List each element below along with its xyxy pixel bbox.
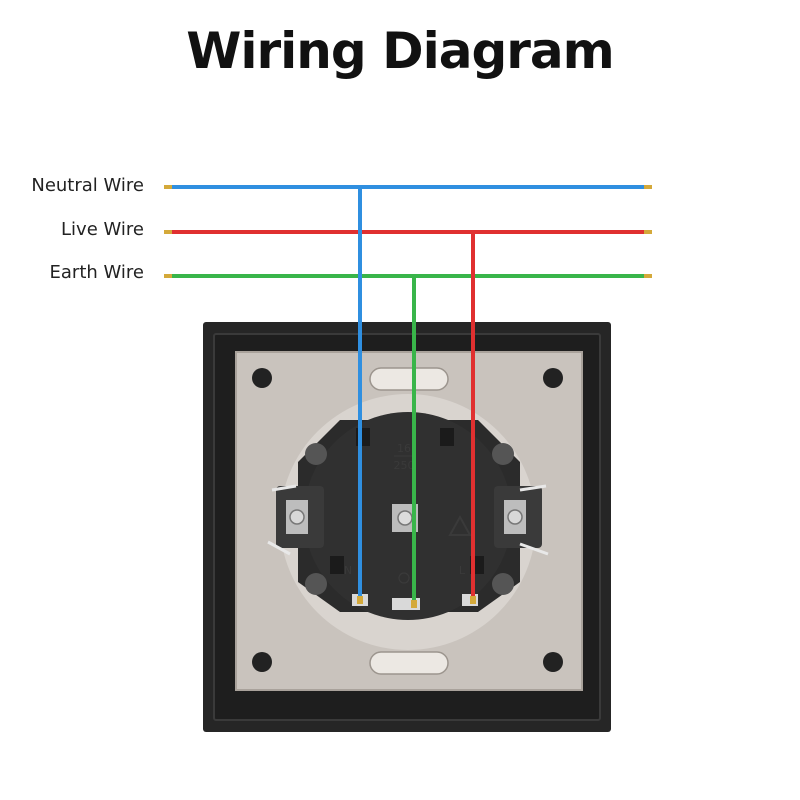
corner-hole-bottom-left [252,652,272,672]
neutral-drop-tip [357,596,363,604]
terminal-l-label: L [459,564,466,577]
earth-drop-tip [411,600,417,608]
rating-voltage: 250 [394,459,415,472]
lug-bottom-right [492,573,514,595]
live-wire-tip-right [644,230,652,234]
bottom-slot [369,651,449,675]
corner-hole-top-left [252,368,272,388]
left-clamp-screw [289,509,305,525]
earth-wire-tip-left [164,274,172,278]
neutral-wire-label: Neutral Wire [31,175,144,196]
live-wire-label: Live Wire [61,219,144,240]
neutral-wire-tip-left [164,185,172,189]
lug-top-right [492,443,514,465]
neutral-wire-tip-right [644,185,652,189]
lug-bottom-left [305,573,327,595]
earth-wire-tip-right [644,274,652,278]
corner-hole-bottom-right [543,652,563,672]
left-spring-bottom [267,540,291,556]
top-slot [369,367,449,391]
right-spring-top [519,484,547,492]
live-wire-tip-left [164,230,172,234]
earth-symbol-triangle [448,514,472,536]
center-screw [397,510,413,526]
core-slot-2 [440,428,454,446]
earth-terminal-mark [398,572,410,584]
live-drop-tip [470,596,476,604]
core-slot-3 [330,556,344,574]
right-spring-bottom [519,542,549,556]
mounting-plate-edge [235,351,583,691]
corner-hole-top-right [543,368,563,388]
left-spring-top [271,484,297,492]
rating-current: 16 [397,442,411,455]
earth-wire-label: Earth Wire [49,262,144,283]
lug-top-left [305,443,327,465]
right-clamp-screw [507,509,523,525]
page-title: Wiring Diagram [186,22,615,80]
terminal-n-label: N [344,564,352,577]
